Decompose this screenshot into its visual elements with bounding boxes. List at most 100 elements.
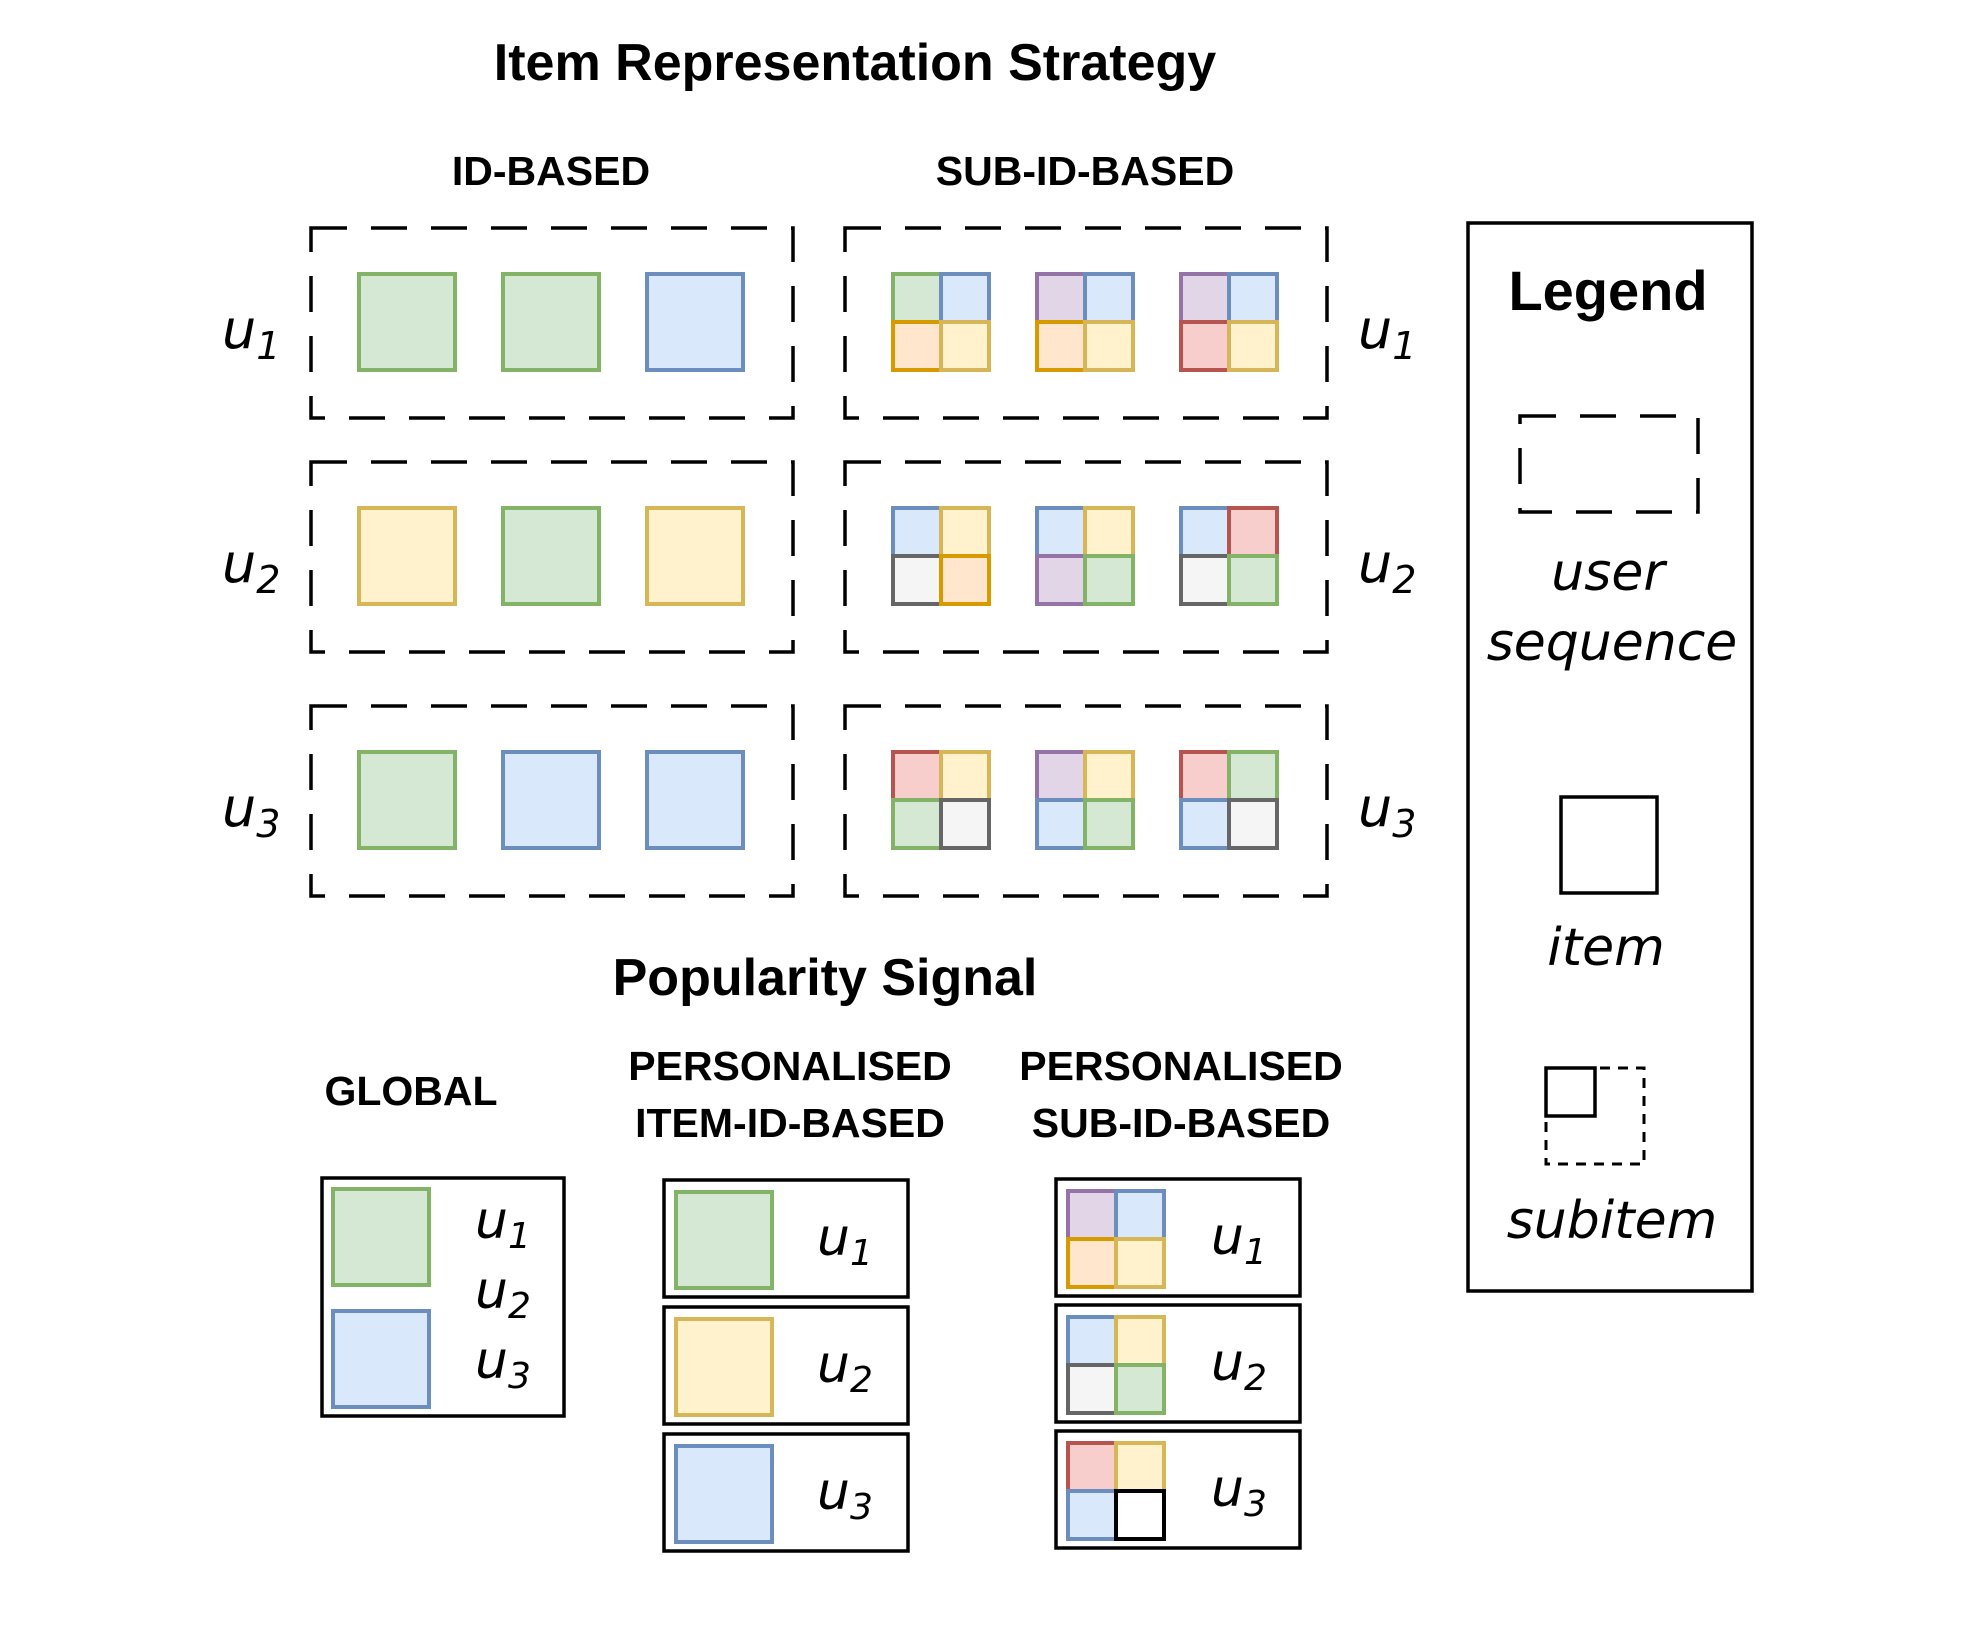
item-square — [645, 272, 745, 372]
item-square — [501, 272, 601, 372]
subitem-quadrant — [1035, 320, 1087, 372]
subitem-quadrant — [1083, 506, 1135, 558]
legend-subitem-outline — [1544, 1066, 1646, 1166]
item-square — [645, 506, 745, 606]
subitem-quadrant — [891, 554, 943, 606]
subitem-quadrant — [1035, 506, 1087, 558]
subitem-quadrant — [1114, 1189, 1166, 1241]
subitem-quadrant — [1227, 506, 1279, 558]
subitem-quadrant — [1066, 1189, 1118, 1241]
user-sequence-frame — [309, 460, 795, 654]
legend-title: Legend — [1508, 259, 1707, 322]
legend-subitem-label: subitem — [1507, 1191, 1718, 1251]
subitem-quadrant — [891, 320, 943, 372]
item-square — [331, 1187, 431, 1287]
user-label: u3 — [222, 776, 280, 846]
item-square — [674, 1317, 774, 1417]
subitem-quadrant — [939, 798, 991, 850]
user-sequence-frame — [843, 704, 1329, 898]
user-sequence-frame — [309, 226, 795, 420]
subitem-square — [891, 750, 991, 850]
item-square — [331, 1309, 431, 1409]
subitem-quadrant — [939, 554, 991, 606]
user-label: u1 — [817, 1208, 873, 1274]
item-square — [501, 506, 601, 606]
user-label: u1 — [222, 298, 280, 368]
label-personalised-item-line2: ITEM-ID-BASED — [635, 1100, 945, 1146]
legend-box — [1466, 221, 1754, 1293]
item-square — [645, 750, 745, 850]
user-label: u1 — [475, 1191, 531, 1257]
subitem-quadrant — [939, 272, 991, 324]
label-personalised-item-line1: PERSONALISED — [628, 1043, 952, 1089]
label-personalised-sub-line2: SUB-ID-BASED — [1032, 1100, 1330, 1146]
subitem-quadrant — [891, 506, 943, 558]
subitem-quadrant — [1227, 554, 1279, 606]
legend-user-sequence-symbol — [1518, 414, 1700, 514]
subitem-quadrant — [1227, 272, 1279, 324]
legend-subitem-symbol — [1544, 1066, 1597, 1118]
user-label: u1 — [1211, 1207, 1267, 1273]
subitem-square — [1035, 750, 1135, 850]
subitem-quadrant — [891, 798, 943, 850]
legend-item-label: item — [1547, 918, 1664, 978]
subitem-quadrant — [1066, 1363, 1118, 1415]
label-id-based: ID-BASED — [452, 148, 650, 194]
subitem-quadrant — [1179, 554, 1231, 606]
subitem-quadrant — [939, 750, 991, 802]
item-square — [357, 506, 457, 606]
legend-user-sequence-label-line2: sequence — [1487, 613, 1738, 673]
user-label: u2 — [1358, 532, 1416, 602]
subitem-quadrant — [1179, 272, 1231, 324]
user-sequence-frame — [309, 704, 795, 898]
subitem-quadrant — [1083, 554, 1135, 606]
subitem-quadrant — [1083, 798, 1135, 850]
subitem-quadrant — [1035, 554, 1087, 606]
subitem-quadrant — [1035, 750, 1087, 802]
user-label: u3 — [817, 1462, 873, 1528]
subitem-quadrant — [1066, 1237, 1118, 1289]
user-label: u3 — [475, 1331, 531, 1397]
subitem-quadrant — [1227, 320, 1279, 372]
subitem-square — [1066, 1441, 1166, 1541]
user-sequence-frame — [843, 226, 1329, 420]
sub-id-based-sequences: u1 u2 u3 — [843, 226, 1416, 898]
subitem-square — [1066, 1315, 1166, 1415]
item-square — [674, 1444, 774, 1544]
subitem-quadrant — [1179, 750, 1231, 802]
subitem-quadrant — [1227, 798, 1279, 850]
subitem-quadrant — [1114, 1237, 1166, 1289]
id-based-sequences: u1 u2 u3 — [222, 226, 795, 898]
user-label: u3 — [1358, 776, 1416, 846]
subitem-square — [1066, 1189, 1166, 1289]
item-square — [501, 750, 601, 850]
user-label: u2 — [475, 1261, 531, 1327]
subitem-quadrant — [1035, 798, 1087, 850]
subitem-quadrant — [1114, 1315, 1166, 1367]
label-sub-id-based: SUB-ID-BASED — [936, 148, 1234, 194]
user-label: u2 — [222, 532, 280, 602]
item-square — [357, 272, 457, 372]
subitem-square — [1035, 272, 1135, 372]
title-item-representation: Item Representation Strategy — [494, 34, 1216, 92]
label-global: GLOBAL — [324, 1068, 497, 1114]
user-label: u2 — [1211, 1333, 1267, 1399]
title-popularity-signal: Popularity Signal — [613, 949, 1038, 1007]
personalised-item-popularity: u1 u2 u3 — [662, 1178, 910, 1553]
subitem-quadrant — [1066, 1441, 1118, 1493]
subitem-quadrant — [1227, 750, 1279, 802]
subitem-quadrant — [1083, 750, 1135, 802]
subitem-square — [891, 272, 991, 372]
subitem-quadrant — [891, 272, 943, 324]
subitem-quadrant — [939, 320, 991, 372]
user-label: u2 — [817, 1335, 873, 1401]
user-label: u1 — [1358, 298, 1416, 368]
subitem-quadrant — [1179, 798, 1231, 850]
label-personalised-sub-line1: PERSONALISED — [1019, 1043, 1343, 1089]
subitem-square — [1035, 506, 1135, 606]
legend: Legend user sequence item subitem — [1466, 221, 1754, 1293]
subitem-quadrant — [1083, 272, 1135, 324]
legend-item-symbol — [1559, 795, 1659, 895]
